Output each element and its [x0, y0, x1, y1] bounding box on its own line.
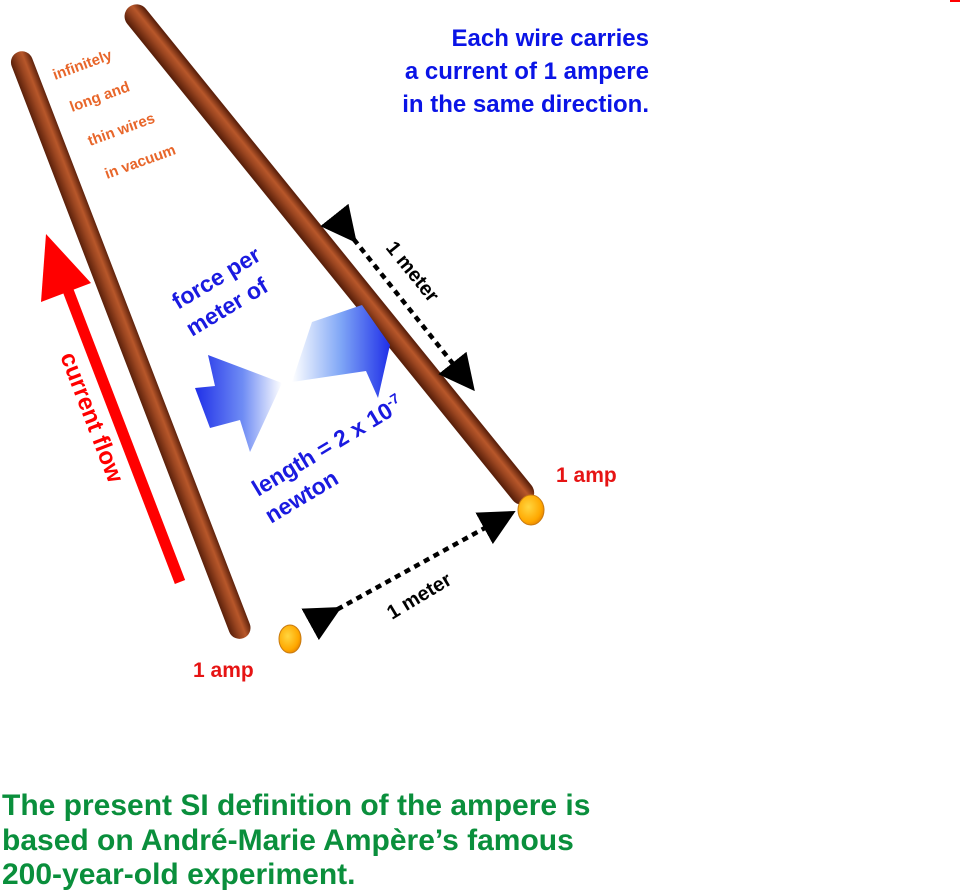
- meter-along-wire-arrow: [320, 203, 475, 392]
- footer-line-1: The present SI definition of the ampere …: [2, 789, 590, 822]
- footer-text: The present SI definition of the ampere …: [2, 789, 590, 891]
- right-wire-amp-label: 1 amp: [556, 464, 617, 487]
- meter-along-wire-label: 1 meter: [381, 237, 443, 306]
- wire-note-line-4: in vacuum: [103, 141, 179, 182]
- wire-note-line-3: thin wires: [86, 110, 158, 150]
- left-wire: [10, 51, 251, 639]
- footer-line-2: based on André-Marie Ampère’s famous: [2, 824, 574, 857]
- current-flow-arrow: [41, 234, 186, 584]
- meter-between-wires-arrow: [301, 510, 516, 641]
- force-arrow-right: [195, 355, 282, 452]
- left-wire-end: [278, 624, 302, 654]
- left-wire-amp-label: 1 amp: [193, 659, 254, 682]
- force-text: force per meter of length = 2 x 10-7 new…: [167, 241, 402, 528]
- footer-line-3: 200-year-old experiment.: [2, 858, 355, 891]
- right-wire-end: [517, 494, 545, 526]
- corner-mark: [950, 0, 960, 2]
- header-line-2: a current of 1 ampere: [405, 58, 649, 85]
- wire-note-line-2: long and: [68, 78, 133, 115]
- header-line-1: Each wire carries: [452, 25, 649, 52]
- wire-note-line-1: infinitely: [51, 46, 115, 83]
- header-text: Each wire carries a current of 1 ampere …: [402, 25, 649, 118]
- meter-between-wires-label: 1 meter: [383, 569, 456, 625]
- header-line-3: in the same direction.: [402, 91, 649, 118]
